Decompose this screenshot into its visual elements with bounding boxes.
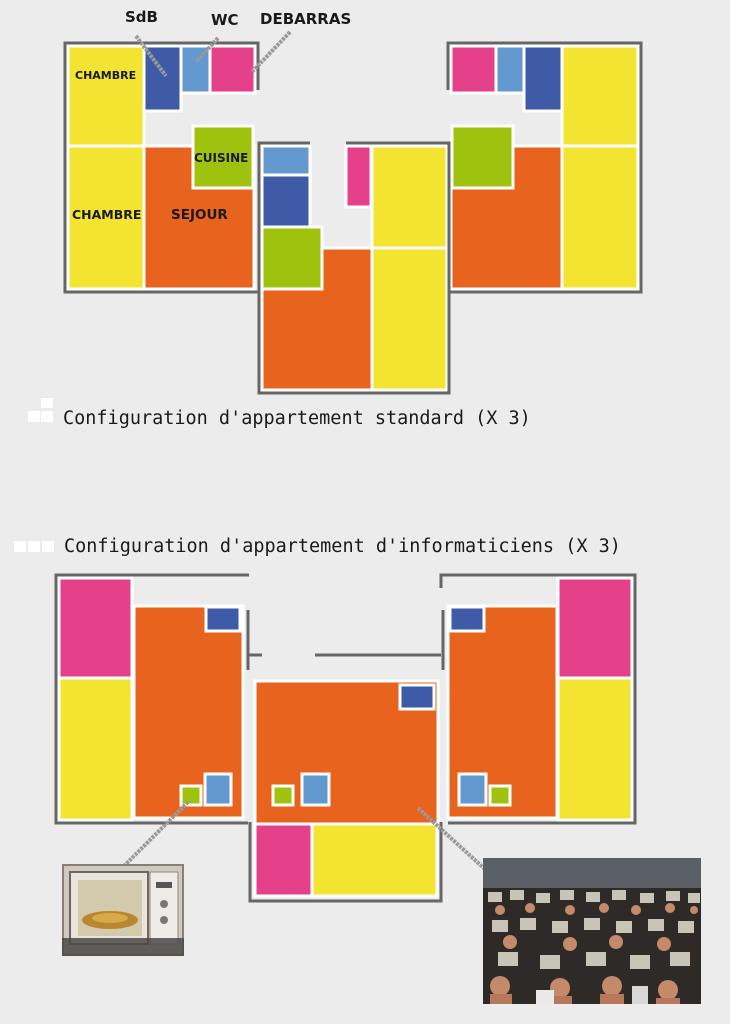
room-wc xyxy=(300,772,331,807)
room-bedroom xyxy=(556,676,634,822)
pointer-wc xyxy=(194,36,220,64)
label-wc: WC xyxy=(211,11,239,29)
room-storage xyxy=(208,44,257,95)
room-bedroom xyxy=(66,44,146,148)
wall-outline xyxy=(439,573,637,825)
caption-standard: Configuration d'appartement standard (X … xyxy=(63,408,531,429)
informaticiens-apartment-right xyxy=(439,573,637,825)
wall-outline xyxy=(54,573,262,825)
room-wc xyxy=(494,44,526,95)
room-storage xyxy=(57,576,134,680)
room-bedroom xyxy=(560,144,640,291)
pointer-microwave xyxy=(118,800,190,872)
room-bathroom xyxy=(398,683,436,711)
label-chambre-bottom: CHAMBRE xyxy=(72,207,141,222)
room-wc xyxy=(457,772,488,807)
room-wc xyxy=(203,772,233,807)
room-bedroom xyxy=(310,822,439,898)
room-storage xyxy=(449,44,498,95)
standard-apartment-center xyxy=(257,141,451,395)
standard-plan: SdB WC DEBARRAS CHAMBRE CHAMBRE CUISINE … xyxy=(28,8,643,429)
wall-outline xyxy=(248,653,443,903)
room-kitchen xyxy=(488,784,512,807)
photo-pointers xyxy=(118,800,490,874)
informaticiens-apartment-left xyxy=(54,573,262,825)
label-chambre-top: CHAMBRE xyxy=(75,69,136,82)
room-storage xyxy=(253,822,314,898)
room-kitchen xyxy=(260,225,324,291)
label-debarras: DEBARRAS xyxy=(260,10,351,28)
room-bathroom xyxy=(204,605,242,633)
wall-outline xyxy=(63,41,260,294)
room-kitchen xyxy=(191,124,255,190)
pointer-debarras xyxy=(250,30,292,74)
caption-standard-icon xyxy=(28,398,53,422)
label-sdb: SdB xyxy=(125,8,158,26)
room-kitchen xyxy=(450,124,515,190)
pointer-sdb xyxy=(134,34,168,78)
label-cuisine: CUISINE xyxy=(194,151,248,165)
room-bedroom xyxy=(560,44,640,148)
informaticiens-plan: Configuration d'appartement d'informatic… xyxy=(14,536,701,1004)
room-kitchen xyxy=(179,784,203,807)
microwave-photo xyxy=(62,864,184,956)
room-bedroom xyxy=(57,676,134,822)
room-wc xyxy=(260,144,312,177)
wall-outline xyxy=(446,41,643,294)
room-storage xyxy=(344,144,373,209)
room-bedroom xyxy=(66,144,146,291)
room-bathroom xyxy=(260,173,312,229)
room-storage xyxy=(556,576,634,680)
standard-apartment-right xyxy=(446,41,643,294)
lan-party-photo xyxy=(483,858,701,1004)
wall-outline xyxy=(257,141,451,395)
room-bathroom xyxy=(142,44,183,113)
room-bathroom xyxy=(448,605,486,633)
label-pointers xyxy=(134,30,292,78)
room-wc xyxy=(179,44,212,95)
room-kitchen xyxy=(271,784,295,807)
standard-apartment-left xyxy=(63,41,260,294)
room-bathroom xyxy=(522,44,564,113)
caption-informaticiens: Configuration d'appartement d'informatic… xyxy=(64,536,621,557)
label-sejour: SEJOUR xyxy=(171,207,228,223)
room-bedroom xyxy=(370,144,449,250)
caption-informaticiens-icon xyxy=(14,541,54,552)
room-bedroom xyxy=(370,246,449,392)
informaticiens-apartment-center xyxy=(248,653,443,903)
